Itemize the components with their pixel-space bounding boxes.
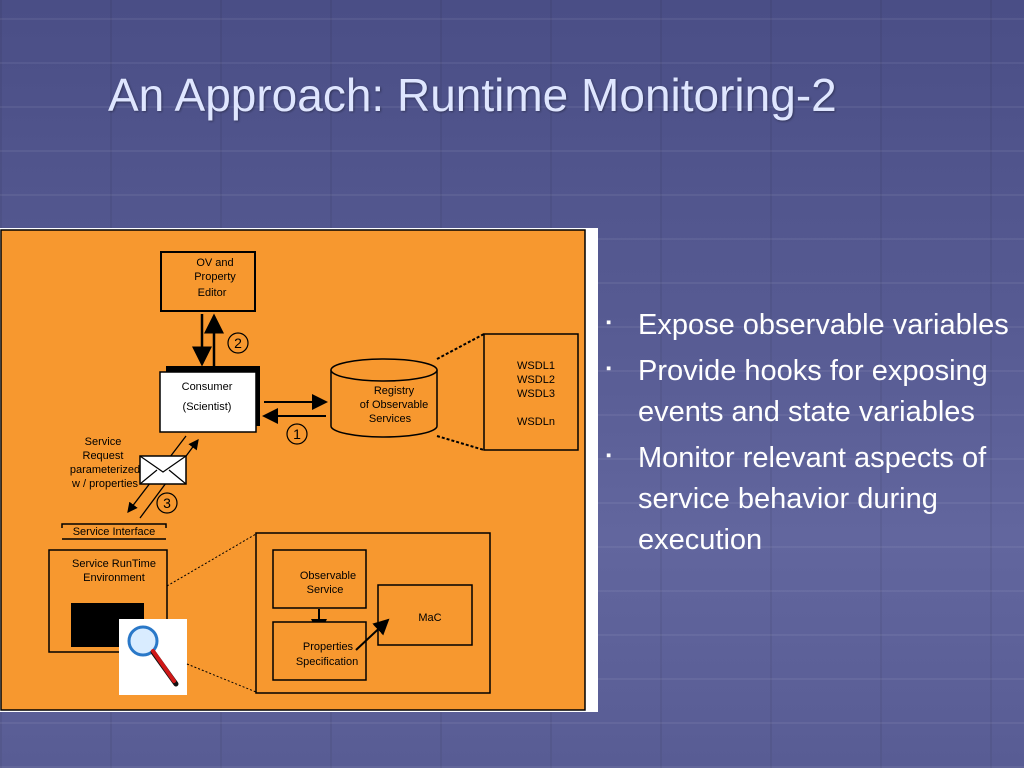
ov-editor-label-line2: Property (194, 271, 236, 283)
zoom-line-bottom (186, 663, 257, 693)
wsdl-1: WSDL1 (517, 360, 555, 372)
square-bullet-icon: ▪ (606, 447, 612, 464)
registry-wsdl-link-top (436, 333, 485, 360)
square-bullet-icon: ▪ (606, 360, 612, 377)
observable-service-line1: Observable (300, 570, 356, 582)
magnifier-handle (151, 649, 176, 683)
consumer-label-line1: Consumer (182, 381, 233, 393)
architecture-diagram: OV and Property Editor 2 Consumer (Scien… (0, 228, 598, 712)
registry-label-line3: Services (369, 413, 412, 425)
registry-label-line1: Registry (374, 385, 415, 397)
properties-to-mac-arrow (355, 618, 390, 651)
step-1-number: 1 (293, 426, 301, 442)
magnifying-glass-icon (127, 625, 159, 657)
wsdl-3: WSDL3 (517, 388, 555, 400)
diagram-canvas: OV and Property Editor 2 Consumer (Scien… (0, 229, 586, 711)
bullet-text: Provide hooks for exposing events and st… (638, 355, 988, 428)
service-request-line1: Service (85, 436, 122, 448)
bullet-item: ▪ Provide hooks for exposing events and … (604, 351, 1024, 433)
runtime-label-line2: Environment (83, 572, 145, 584)
service-request-line4: w / properties (71, 478, 139, 490)
step-1-circle (286, 423, 308, 445)
wsdl-box (483, 333, 579, 451)
wsdl-n: WSDLn (517, 416, 555, 428)
step-3-circle (156, 492, 178, 514)
service-interface-label: Service Interface (73, 526, 156, 538)
observable-service-line2: Service (307, 584, 344, 596)
registry-wsdl-link-bottom (436, 435, 485, 451)
service-request-line2: Request (83, 450, 124, 462)
wsdl-2: WSDL2 (517, 374, 555, 386)
registry-label-line2: of Observable (360, 399, 428, 411)
consumer-box (159, 371, 257, 433)
properties-spec-line1: Properties (303, 641, 354, 653)
runtime-label-line1: Service RunTime (72, 558, 156, 570)
step-2-circle (227, 332, 249, 354)
bullet-list: ▪ Expose observable variables ▪ Provide … (604, 305, 1024, 566)
envelope-flap (139, 455, 187, 485)
bullet-item: ▪ Expose observable variables (604, 305, 1024, 346)
bullet-text: Monitor relevant aspects of service beha… (638, 442, 987, 556)
registry-cylinder-top (330, 358, 438, 382)
ov-editor-label-line3: Editor (198, 287, 227, 299)
bullet-item: ▪ Monitor relevant aspects of service be… (604, 438, 1024, 561)
step-2-number: 2 (234, 335, 242, 351)
observable-service-box (272, 549, 367, 609)
square-bullet-icon: ▪ (606, 314, 612, 331)
properties-spec-line2: Specification (296, 656, 358, 668)
properties-spec-box (272, 621, 367, 681)
step-3-number: 3 (163, 495, 171, 511)
ov-editor-box (160, 251, 256, 312)
ov-editor-label-line1: OV and (196, 257, 233, 269)
zoom-line-top (166, 533, 257, 587)
registry-cylinder-body (330, 370, 438, 438)
consumer-label-line2: (Scientist) (183, 401, 232, 413)
slide-title: An Approach: Runtime Monitoring-2 (108, 69, 837, 121)
mac-label: MaC (418, 612, 441, 624)
bullet-text: Expose observable variables (638, 309, 1009, 341)
service-interface-bracket-top (61, 523, 167, 528)
mac-box (377, 584, 473, 646)
service-request-line3: parameterized (70, 464, 140, 476)
